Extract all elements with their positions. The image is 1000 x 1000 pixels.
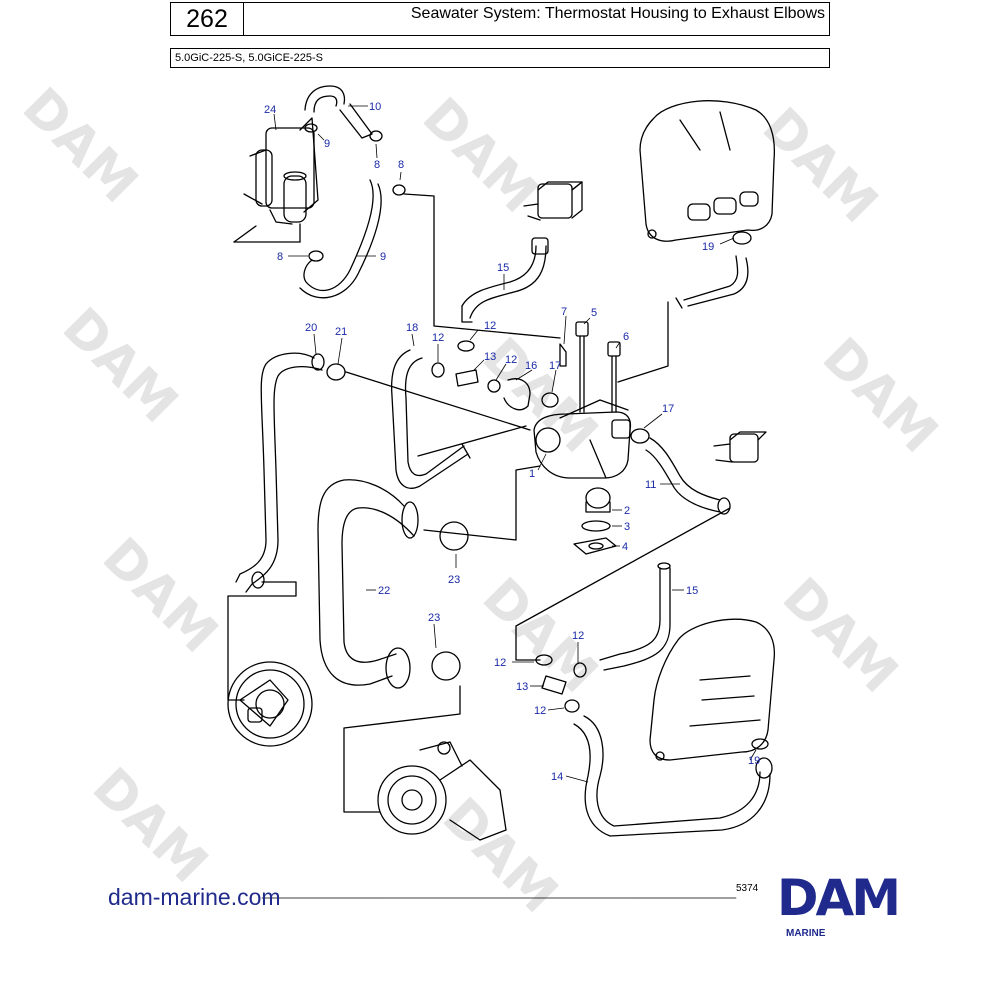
label-4: 4	[622, 541, 628, 553]
bolt-5	[579, 335, 585, 413]
connector-block-right	[713, 431, 767, 463]
label-17-a: 17	[549, 360, 561, 372]
watermark: DAM	[471, 567, 609, 705]
hose-20	[235, 352, 315, 583]
label-10: 10	[369, 101, 381, 113]
label-9-top: 9	[324, 138, 330, 150]
clamp-23-bottom	[431, 651, 461, 681]
hose-9	[303, 179, 374, 292]
label-19-bottom: 19	[748, 755, 760, 767]
clamp-17	[541, 392, 559, 408]
label-23-b: 23	[428, 612, 440, 624]
cooler-pump-assembly	[233, 117, 319, 243]
clamp-21	[326, 363, 346, 381]
label-11: 11	[645, 479, 656, 491]
watermark: DAM	[411, 87, 549, 225]
hose-11	[649, 437, 721, 501]
clamp-9	[304, 123, 318, 133]
hose-16	[503, 378, 531, 411]
watermarks: DAM DAM DAM DAM DAM DAM DAM DAM DAM DAM …	[11, 77, 949, 925]
label-12-a: 12	[432, 332, 444, 344]
label-13-b: 13	[516, 681, 528, 693]
page-number: 262	[170, 2, 244, 36]
label-12-e: 12	[494, 657, 506, 669]
hose-14	[583, 715, 761, 827]
brand-logo: DAM	[777, 869, 901, 927]
watermark: DAM	[431, 787, 569, 925]
label-3: 3	[624, 521, 630, 533]
website-link[interactable]: dam-marine.com	[108, 884, 281, 910]
hose-18	[390, 349, 469, 489]
label-12-c: 12	[505, 354, 517, 366]
exhaust-elbow-top	[639, 100, 776, 242]
hose-19-top	[683, 255, 749, 307]
label-8-a: 8	[374, 159, 380, 171]
label-9-b: 9	[380, 251, 386, 263]
label-17-b: 17	[662, 403, 674, 415]
hose-22	[317, 479, 405, 686]
label-8-b: 8	[398, 159, 404, 171]
watermark: DAM	[811, 327, 949, 465]
watermark: DAM	[81, 757, 219, 895]
label-24: 24	[264, 104, 276, 116]
hose-15-bottom	[599, 567, 661, 661]
label-13-a: 13	[484, 351, 496, 363]
label-19-top: 19	[702, 241, 714, 253]
fitting-13-bottom	[541, 675, 567, 695]
watermark: DAM	[771, 567, 909, 705]
clamp-19-top	[732, 231, 752, 245]
thermostat	[573, 487, 617, 555]
label-21: 21	[335, 326, 347, 338]
watermark: DAM	[11, 77, 149, 215]
part-labels: 24 10 9 8 8 8 9 15 7 5 6 20 21 18 12 12 …	[264, 101, 760, 783]
label-14: 14	[551, 771, 563, 783]
hose-15-top	[461, 245, 537, 307]
label-15-top: 15	[497, 262, 509, 274]
label-16: 16	[525, 360, 537, 372]
label-20: 20	[305, 322, 317, 334]
water-pump	[377, 741, 507, 841]
clamp-19-bottom	[751, 738, 769, 750]
brand-subtitle: MARINE	[786, 928, 826, 939]
label-7: 7	[561, 306, 567, 318]
label-1: 1	[529, 468, 535, 480]
pulley-pump-assembly	[227, 661, 313, 747]
watermark: DAM	[51, 297, 189, 435]
label-15-bottom: 15	[686, 585, 698, 597]
leader-lines	[273, 105, 757, 783]
bolt-6	[611, 355, 617, 413]
exhaust-elbow-bottom	[649, 618, 776, 761]
label-6: 6	[623, 331, 629, 343]
hose-10	[304, 85, 373, 139]
clamp-8	[369, 130, 383, 142]
label-5: 5	[591, 307, 597, 319]
reference-number: 5374	[736, 883, 759, 894]
label-23-a: 23	[448, 574, 460, 586]
thermostat-housing	[533, 399, 632, 479]
clamp-17b	[630, 428, 650, 444]
page-title: Seawater System: Thermostat Housing to E…	[244, 2, 830, 36]
label-22: 22	[378, 585, 390, 597]
label-2: 2	[624, 505, 630, 517]
label-12-d: 12	[572, 630, 584, 642]
label-18: 18	[406, 322, 418, 334]
connector-block-top	[523, 181, 583, 221]
watermark: DAM	[471, 327, 609, 465]
clamp-8b	[392, 184, 406, 196]
engine-models: 5.0GiC-225-S, 5.0GiCE-225-S	[170, 48, 830, 68]
label-8-c: 8	[277, 251, 283, 263]
plug-7	[559, 343, 567, 367]
clamp-12-bottom	[535, 654, 553, 666]
label-12-b: 12	[484, 320, 496, 332]
clamp-8c	[308, 250, 324, 262]
watermark: DAM	[91, 527, 229, 665]
clamp-12-mid	[457, 340, 475, 352]
fitting-13	[455, 369, 479, 387]
clamp-23-top	[439, 521, 469, 551]
label-12-f: 12	[534, 705, 546, 717]
